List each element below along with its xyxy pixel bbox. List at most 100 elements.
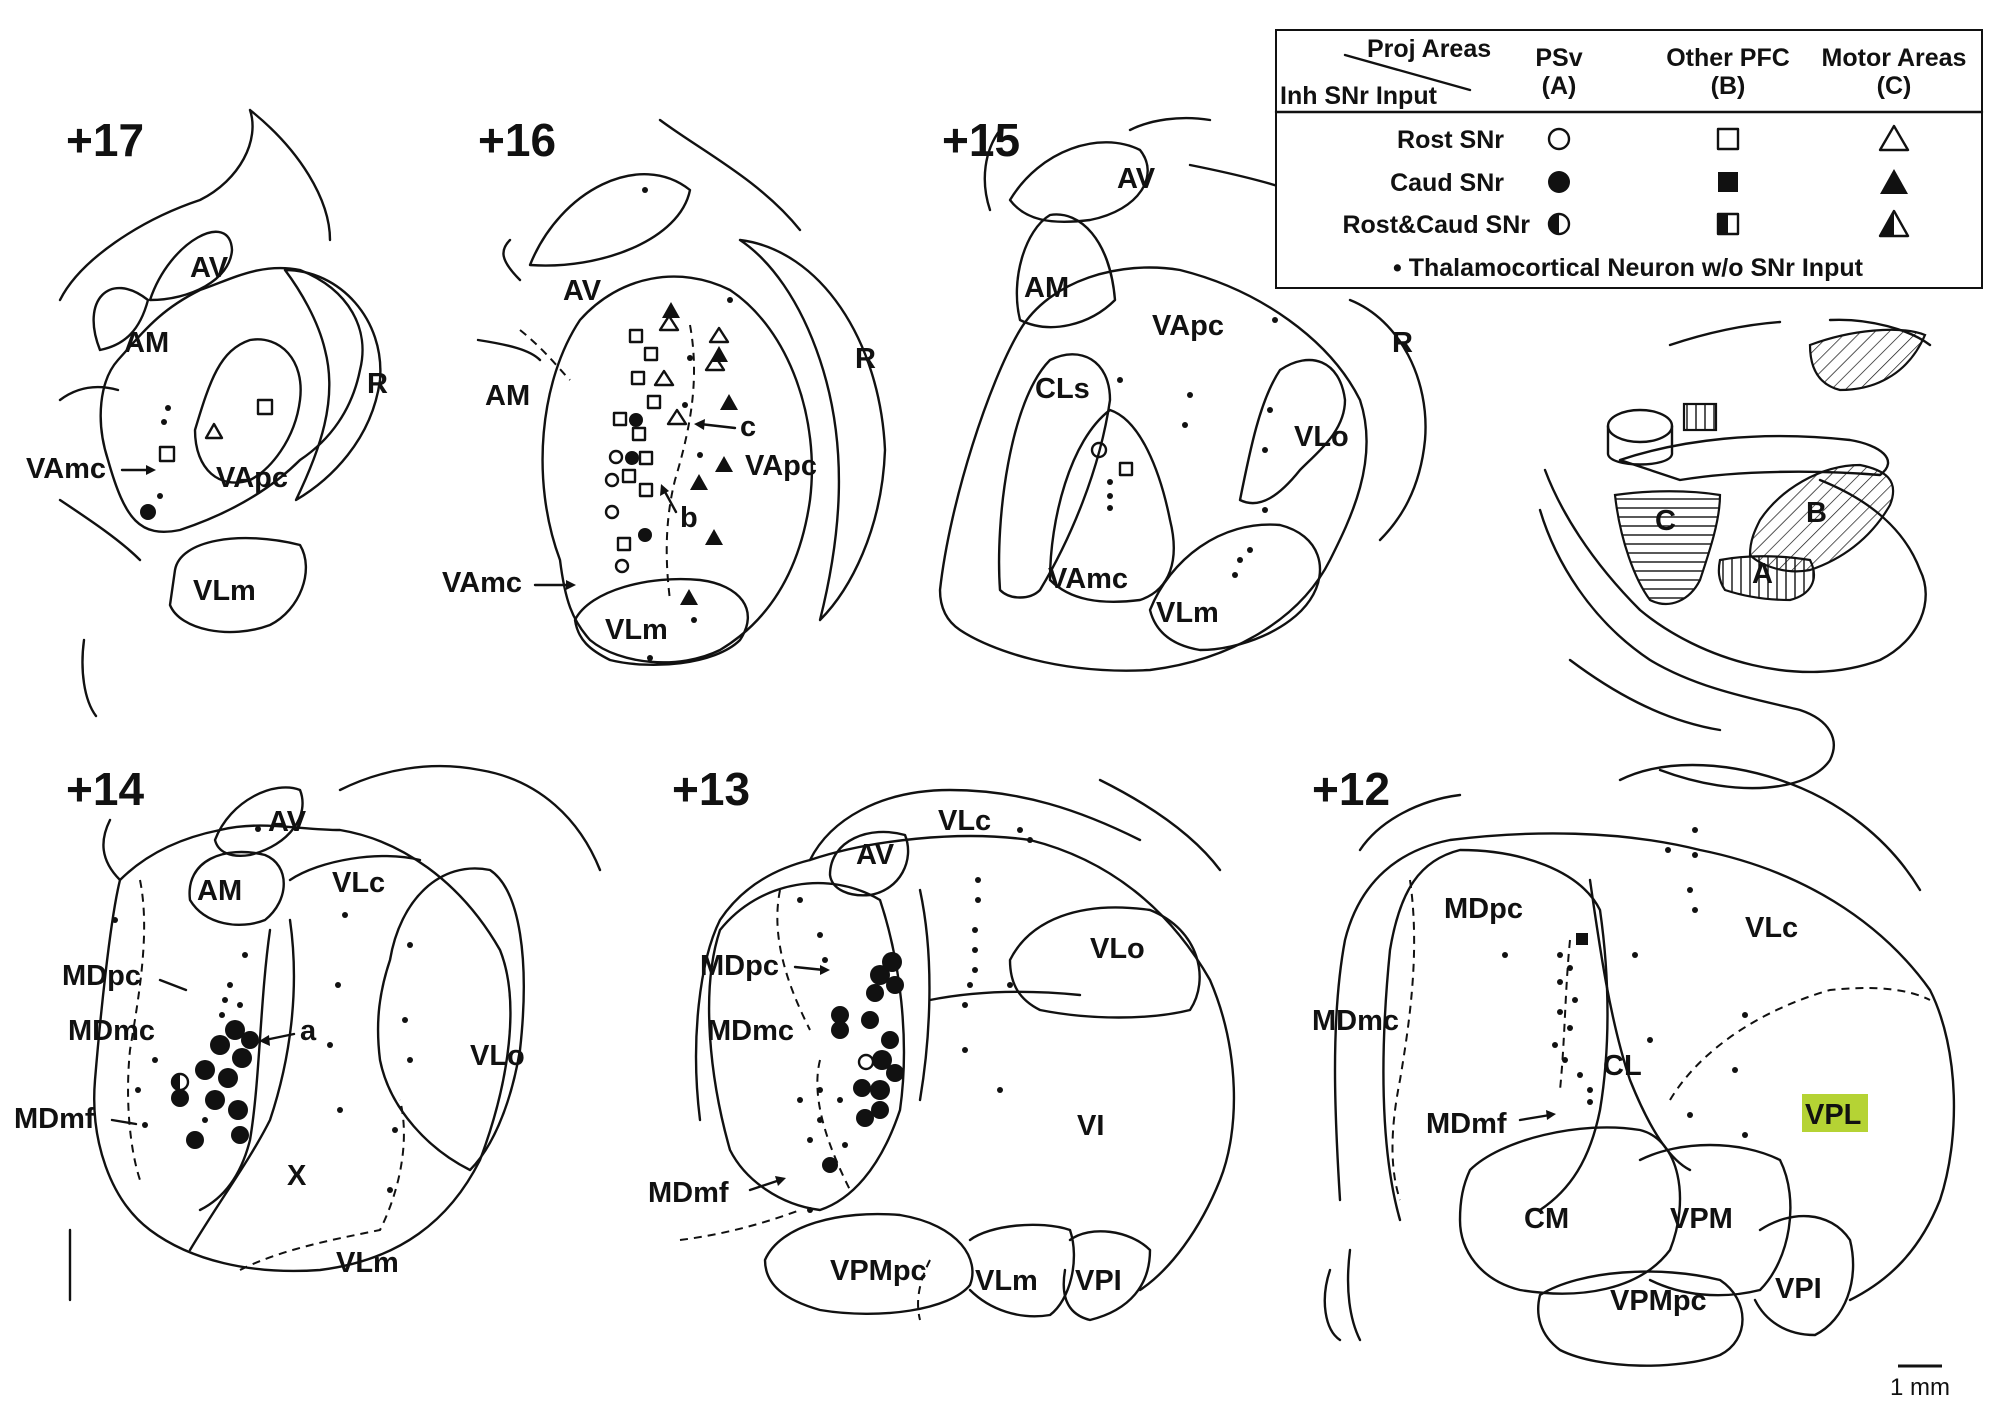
dot-marker — [165, 405, 171, 411]
section-title: +17 — [66, 114, 144, 166]
dot-marker — [797, 897, 803, 903]
label-mdpc: MDpc — [62, 960, 141, 992]
filled-triangle-marker — [710, 346, 728, 362]
md-dashed-boundary — [127, 879, 146, 1181]
square-marker — [256, 398, 274, 416]
md-dashed-boundary — [776, 889, 851, 1191]
dot-marker — [337, 1107, 343, 1113]
a-arrow — [263, 1032, 296, 1042]
section-outline — [99, 266, 364, 533]
label-mdmc: MDmc — [68, 1015, 155, 1047]
legend-open-circle — [1547, 127, 1571, 151]
dot-marker — [962, 1002, 968, 1008]
label-am: AM — [197, 875, 242, 907]
inset-small-block — [1682, 402, 1718, 432]
legend-col-c-letter: (C) — [1877, 72, 1912, 100]
dot-marker — [237, 1002, 243, 1008]
label-av: AV — [563, 275, 602, 307]
legend-half-triangle-fill — [1880, 211, 1894, 236]
dot-marker — [1182, 422, 1188, 428]
mdpc-arrowhead — [820, 965, 830, 975]
filled-circle-marker — [856, 1109, 874, 1127]
dot-marker — [1187, 392, 1193, 398]
section-outline — [1333, 832, 1956, 1302]
dot-marker — [975, 877, 981, 883]
square-marker — [643, 346, 659, 362]
label-vpi: VPI — [1775, 1273, 1822, 1305]
label-vlm: VLm — [336, 1247, 399, 1279]
filled-circle-marker — [228, 1100, 248, 1120]
dot-marker — [1107, 505, 1113, 511]
dot-marker — [807, 1137, 813, 1143]
dot-marker — [1267, 407, 1273, 413]
section-outline — [93, 824, 512, 1273]
filled-circle-marker — [870, 965, 890, 985]
scale-bar: 1 mm — [1890, 1364, 1950, 1401]
cls-nucleus — [997, 353, 1112, 599]
filled-circle-marker — [210, 1035, 230, 1055]
md-dashed-boundary — [1391, 879, 1416, 1201]
dot-marker — [972, 947, 978, 953]
dot-marker — [157, 493, 163, 499]
vapc-boundary — [193, 338, 302, 484]
dot-marker — [255, 826, 261, 832]
mdmf-arrowhead — [1546, 1110, 1556, 1120]
filled-circle-marker — [225, 1020, 245, 1040]
inset-cylinder-top — [1606, 408, 1674, 444]
vlm-dashed-boundary — [239, 1099, 405, 1271]
section-outline — [541, 275, 814, 664]
dot-marker — [112, 917, 118, 923]
left-contour — [58, 385, 142, 718]
filled-circle-marker — [186, 1131, 204, 1149]
section-outline — [938, 266, 1368, 672]
vamc-arrowhead — [146, 465, 156, 475]
filled-circle-marker — [870, 1080, 890, 1100]
legend-filled-triangle — [1880, 169, 1908, 194]
filled-circle-marker — [866, 984, 884, 1002]
label-av: AV — [268, 806, 307, 838]
filled-triangle-marker — [705, 529, 723, 545]
r-nucleus — [738, 238, 887, 622]
triangle-marker — [658, 314, 680, 332]
label-mdpc: MDpc — [700, 950, 779, 982]
legend-col-a-letter: (A) — [1542, 72, 1577, 100]
label-r: R — [367, 368, 388, 400]
legend-proj-areas: Proj Areas — [1367, 35, 1491, 63]
label-a: a — [300, 1015, 317, 1047]
x-boundary — [188, 918, 296, 1252]
filled-circle-marker — [853, 1079, 871, 1097]
dot-marker — [402, 1017, 408, 1023]
section-title: +14 — [66, 763, 144, 815]
label-vlc: VLc — [1745, 912, 1798, 944]
legend-half-square-fill — [1718, 214, 1728, 234]
square-marker — [1118, 461, 1134, 477]
dot-marker — [1692, 852, 1698, 858]
c-arrow — [698, 422, 737, 430]
label-vlm: VLm — [1156, 597, 1219, 629]
av-nucleus — [1008, 141, 1149, 223]
dot-marker — [387, 1187, 393, 1193]
dot-marker — [1587, 1099, 1593, 1105]
label-r: R — [855, 343, 876, 375]
dot-marker — [1562, 1057, 1568, 1063]
legend-col-b-letter: (B) — [1711, 72, 1746, 100]
dot-marker — [1262, 507, 1268, 513]
vlo-nucleus — [1008, 906, 1201, 1019]
vlo-boundary — [1238, 358, 1347, 505]
label-vlm: VLm — [605, 614, 668, 646]
filled-circle-marker — [218, 1068, 238, 1088]
inset-region-top — [1808, 328, 1927, 392]
dot-marker — [1572, 997, 1578, 1003]
section-plus-13: +13 VLc AV VLo MDpc MDmc VI MDmf VPMpc V… — [648, 763, 1236, 1322]
mdpc-arrow — [158, 978, 188, 992]
dot-marker — [1692, 907, 1698, 913]
label-av: AV — [856, 839, 895, 871]
open-circle-marker — [608, 449, 624, 465]
am-nucleus — [188, 850, 285, 927]
label-am: AM — [485, 380, 530, 412]
label-r: R — [1392, 327, 1413, 359]
label-av: AV — [190, 252, 229, 284]
dot-marker — [972, 967, 978, 973]
legend-row-rost-caud: Rost&Caud SNr — [1342, 211, 1530, 239]
label-vamc: VAmc — [442, 567, 522, 599]
